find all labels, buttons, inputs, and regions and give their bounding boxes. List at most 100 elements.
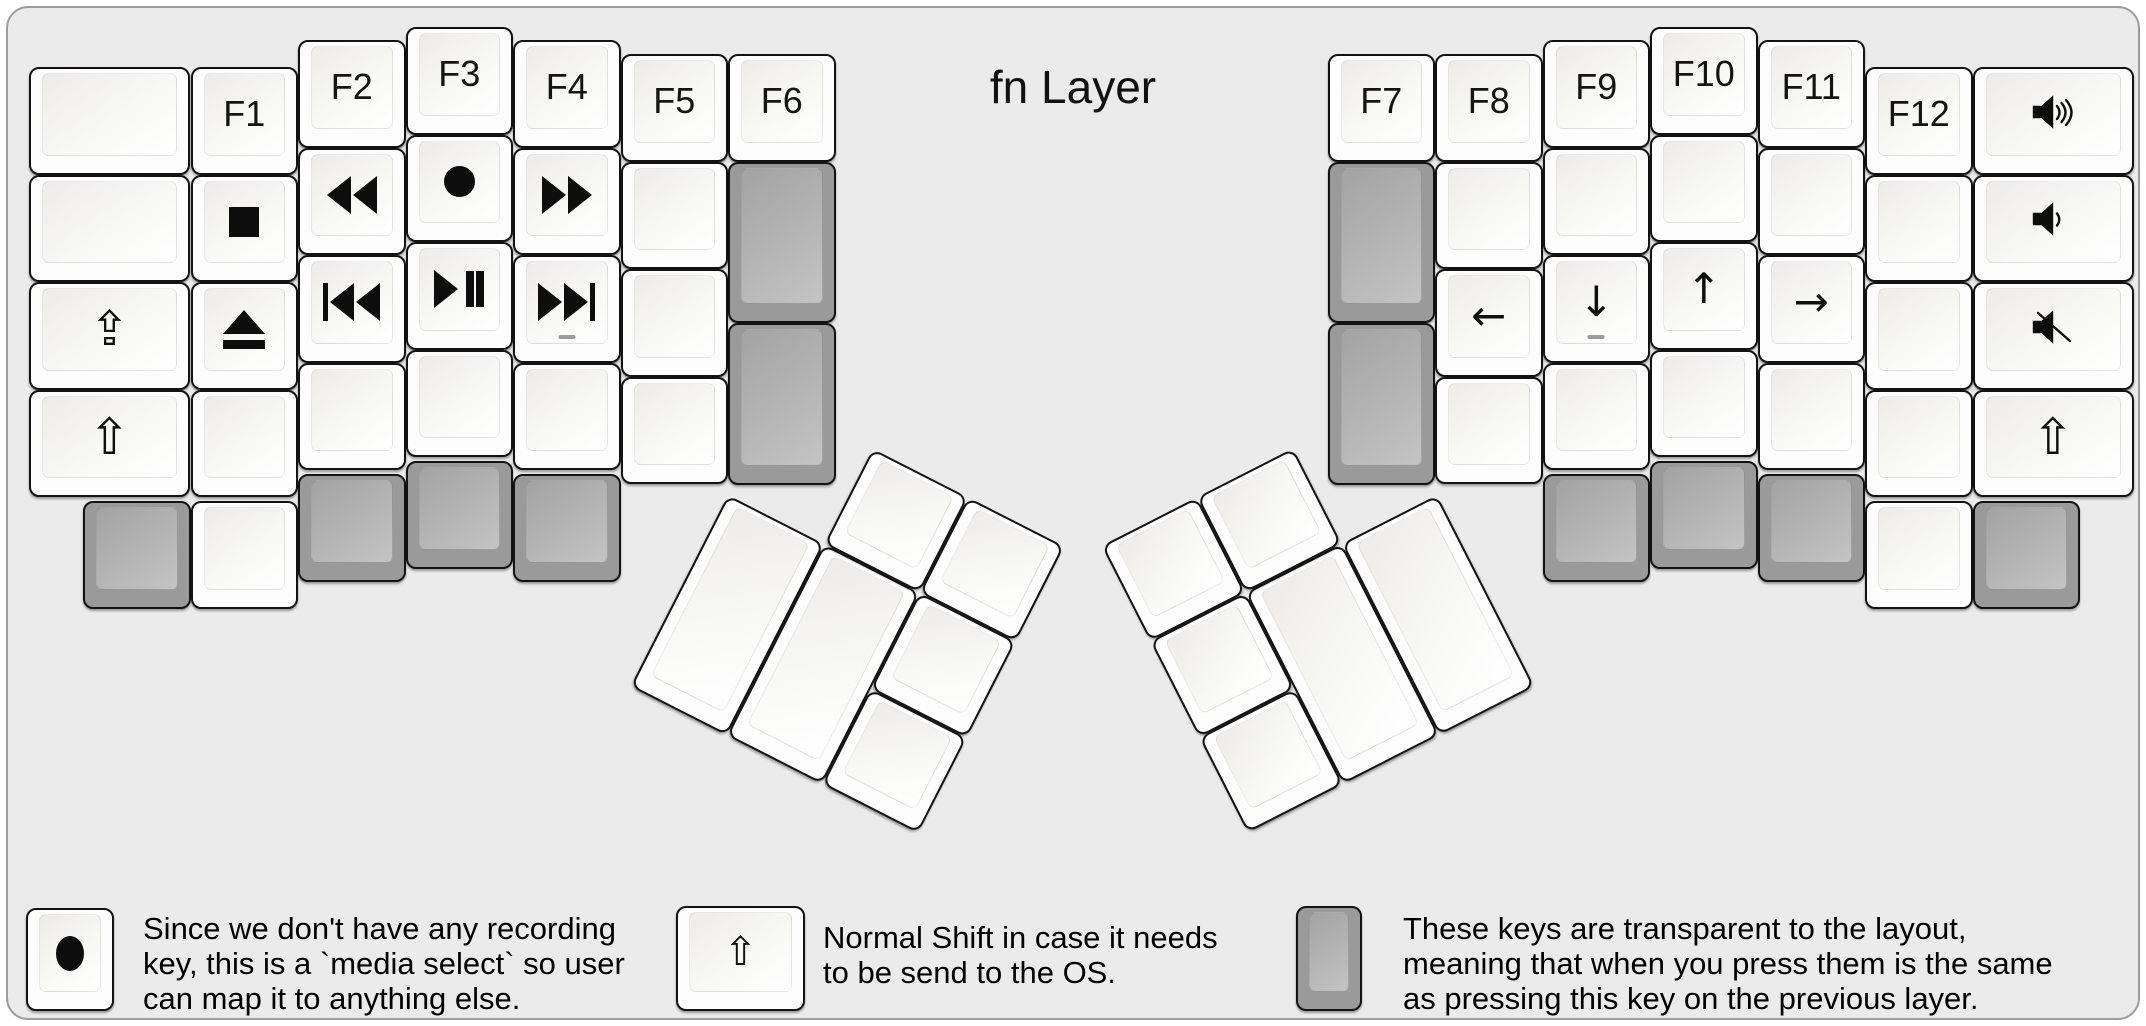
key-blank[interactable] (1757, 362, 1865, 470)
key-blank[interactable] (1865, 389, 1973, 497)
key-label: F7 (1360, 80, 1403, 122)
key-f1[interactable]: F1 (190, 67, 298, 175)
keycap-content (1878, 396, 1960, 479)
key-blank[interactable] (1650, 134, 1758, 242)
key-transparent[interactable] (728, 323, 836, 485)
page-title: fn Layer (989, 61, 1157, 113)
key-transparent[interactable] (1327, 161, 1435, 323)
key-blank[interactable] (1542, 362, 1650, 470)
key-shift-right[interactable]: ⇧ (1972, 389, 2134, 497)
key-f8[interactable]: F8 (1435, 54, 1543, 162)
key-blank[interactable] (620, 161, 728, 269)
legend-key-shift[interactable]: ⇧ (676, 906, 805, 1011)
key-blank[interactable] (190, 501, 298, 609)
keycap-content (1663, 467, 1745, 550)
key-rewind[interactable] (298, 147, 406, 255)
keycap-content (1878, 288, 1960, 371)
key-blank[interactable] (620, 269, 728, 377)
keycap-content (1448, 168, 1530, 251)
key-eject[interactable] (190, 282, 298, 390)
key-f11[interactable]: F11 (1757, 40, 1865, 148)
key-media-select[interactable] (405, 134, 513, 242)
eject-bar (223, 339, 266, 349)
key-volume-down[interactable] (1972, 174, 2134, 282)
key-f9[interactable]: F9 (1542, 40, 1650, 148)
key-blank[interactable] (513, 362, 621, 470)
key-blank[interactable] (1542, 147, 1650, 255)
key-f10[interactable]: F10 (1650, 27, 1758, 135)
key-transparent[interactable] (728, 161, 836, 323)
triangle-right (564, 283, 589, 322)
keycap-content (634, 383, 716, 466)
keycap-surface (418, 248, 500, 331)
key-arrow-left[interactable]: ← (1435, 269, 1543, 377)
arrow-left-icon: ← (1471, 291, 1507, 341)
keycap-surface (526, 153, 608, 236)
key-play-pause[interactable] (405, 242, 513, 350)
key-caps-lock[interactable]: ⇪ (29, 282, 190, 390)
key-blank[interactable] (1650, 349, 1758, 457)
keycap-surface (1448, 382, 1530, 465)
key-stop[interactable] (190, 174, 298, 282)
key-blank[interactable] (1865, 282, 1973, 390)
key-blank[interactable] (298, 362, 406, 470)
key-transparent[interactable] (298, 474, 406, 582)
key-transparent[interactable] (1757, 474, 1865, 582)
key-volume-up[interactable] (1972, 67, 2134, 175)
record-icon (443, 166, 475, 198)
key-label: F1 (223, 93, 266, 135)
key-mute[interactable] (1972, 282, 2134, 390)
key-transparent[interactable] (83, 501, 191, 609)
key-transparent[interactable] (405, 461, 513, 569)
triangle-right (538, 283, 563, 322)
keycap-content (1878, 181, 1960, 264)
key-blank[interactable] (620, 376, 728, 484)
key-f12[interactable]: F12 (1865, 67, 1973, 175)
keycap-surface (1555, 368, 1637, 451)
key-transparent[interactable] (1972, 501, 2080, 609)
key-blank[interactable] (405, 349, 513, 457)
key-blank[interactable] (29, 67, 190, 175)
key-arrow-right[interactable]: → (1757, 255, 1865, 363)
key-prev-track[interactable] (298, 255, 406, 363)
key-arrow-up[interactable]: ↑ (1650, 242, 1758, 350)
key-f6[interactable]: F6 (728, 54, 836, 162)
legend-key-media-select[interactable] (26, 908, 114, 1011)
key-blank[interactable] (1865, 174, 1973, 282)
key-f4[interactable]: F4 (513, 40, 621, 148)
key-label: F5 (653, 80, 696, 122)
key-f3[interactable]: F3 (405, 27, 513, 135)
key-shift-left[interactable]: ⇧ (29, 389, 190, 497)
key-arrow-down[interactable]: ↓ (1542, 255, 1650, 363)
keycap-content (419, 141, 501, 224)
key-transparent[interactable] (513, 474, 621, 582)
key-fast-forward[interactable] (513, 147, 621, 255)
key-f7[interactable]: F7 (1327, 54, 1435, 162)
key-blank[interactable] (1865, 501, 1973, 609)
key-blank[interactable] (1757, 147, 1865, 255)
key-f2[interactable]: F2 (298, 40, 406, 148)
key-blank[interactable] (29, 174, 190, 282)
key-transparent[interactable] (1650, 461, 1758, 569)
key-blank[interactable] (1435, 376, 1543, 484)
keycap-surface (1448, 167, 1530, 250)
key-transparent[interactable] (1542, 474, 1650, 582)
key-blank[interactable] (1435, 161, 1543, 269)
key-next-track[interactable] (513, 255, 621, 363)
keycap-content: F4 (526, 46, 608, 129)
key-label: F3 (438, 53, 481, 95)
legend-key-transparent[interactable] (1296, 906, 1362, 1011)
prev-track-icon (323, 283, 381, 322)
keycap-surface (741, 167, 823, 304)
keycap-surface (1555, 46, 1637, 129)
keycap-content (1878, 507, 1960, 590)
key-label: F12 (1887, 93, 1950, 135)
keycap-content: ⇧ (689, 912, 792, 992)
keycap-content (741, 329, 823, 466)
key-blank[interactable] (190, 389, 298, 497)
triangle-left (326, 175, 351, 214)
key-label: F4 (545, 66, 588, 108)
key-transparent[interactable] (1327, 323, 1435, 485)
key-f5[interactable]: F5 (620, 54, 728, 162)
